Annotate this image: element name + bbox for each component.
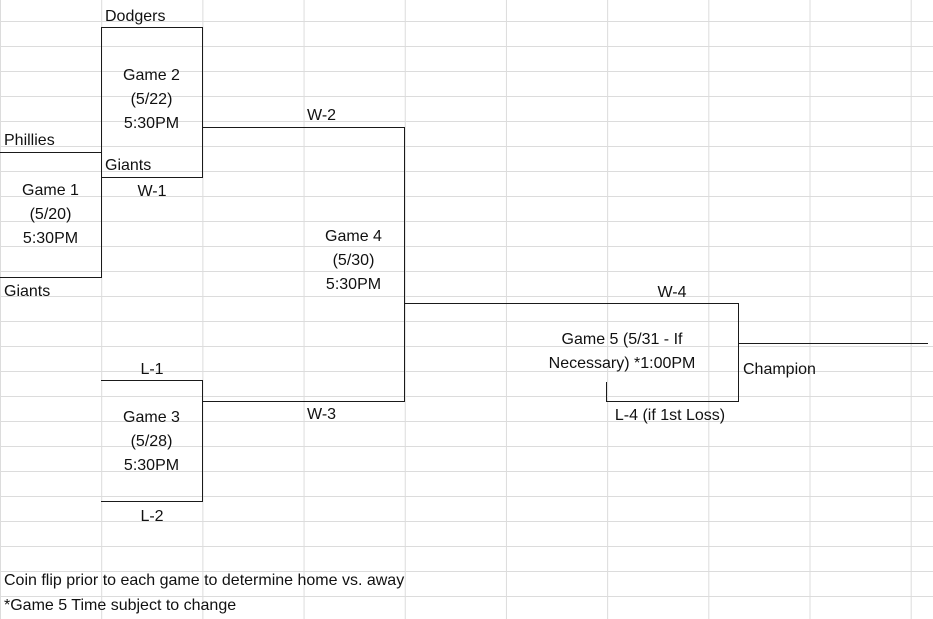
w4-connector-line [404,303,739,304]
game5-cell[interactable]: Game 5 (5/31 - If Necessary) *1:00PM [516,328,728,376]
team-dodgers[interactable]: Dodgers [105,8,166,25]
game1-right-line [101,152,102,278]
game1-date: (5/20) [29,206,72,223]
game2-date: (5/22) [130,91,173,108]
label-w2[interactable]: W-2 [307,107,337,124]
game3-cell[interactable]: Game 3 (5/28) 5:30PM [101,406,202,478]
game3-title: Game 3 [123,409,180,426]
game3-time: 5:30PM [123,457,180,474]
game2-bottom-line [101,177,203,178]
game1-cell[interactable]: Game 1 (5/20) 5:30PM [0,179,101,251]
label-l4[interactable]: L-4 (if 1st Loss) [614,407,726,424]
game1-time: 5:30PM [22,230,79,247]
game2-right-line [202,27,203,178]
label-w4[interactable]: W-4 [657,284,687,301]
label-champion[interactable]: Champion [743,361,816,378]
game2-left-line [101,27,102,178]
label-w3[interactable]: W-3 [307,406,337,423]
game3-date: (5/28) [130,433,173,450]
champion-line [738,343,928,344]
game3-bottom-line [101,501,203,502]
team-phillies[interactable]: Phillies [4,132,55,149]
game2-top-line [101,27,203,28]
label-l1[interactable]: L-1 [140,361,164,378]
game5-right-line [738,303,739,402]
team-giants-game2[interactable]: Giants [105,157,152,174]
game2-title: Game 2 [123,67,180,84]
note-game5-time[interactable]: *Game 5 Time subject to change [4,597,237,614]
label-w1[interactable]: W-1 [137,183,167,200]
label-l2[interactable]: L-2 [140,508,164,525]
w2-connector-line [202,127,405,128]
team-giants-game1[interactable]: Giants [4,283,51,300]
l4-connector-line [606,401,739,402]
game1-bottom-line [0,277,102,278]
game3-right-line [202,380,203,502]
l4-left-line [606,382,607,402]
note-coin-flip[interactable]: Coin flip prior to each game to determin… [4,572,405,589]
game2-cell[interactable]: Game 2 (5/22) 5:30PM [101,64,202,136]
game4-date: (5/30) [332,252,375,269]
game4-right-line [404,127,405,402]
game2-time: 5:30PM [123,115,180,132]
game5-time: Necessary) *1:00PM [548,355,696,372]
game1-top-line [0,152,102,153]
game4-title: Game 4 [325,228,382,245]
w3-connector-line [202,401,405,402]
game3-top-line [101,380,203,381]
game5-title: Game 5 (5/31 - If [561,331,683,348]
game4-cell[interactable]: Game 4 (5/30) 5:30PM [303,225,404,297]
game4-time: 5:30PM [325,276,382,293]
game1-title: Game 1 [22,182,79,199]
